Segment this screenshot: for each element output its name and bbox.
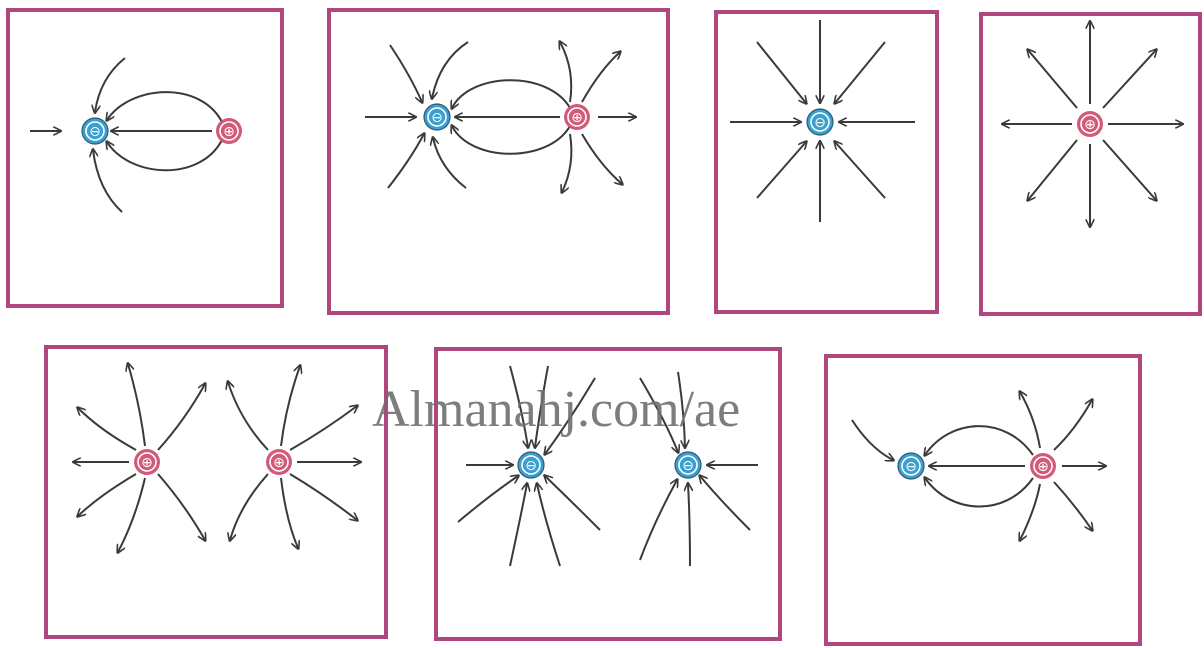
field-line-arrow-31 [1028,50,1077,108]
field-line-arrow-26 [835,142,885,198]
field-line-arrow-23 [757,42,806,103]
field-line-arrow-5 [93,150,122,212]
positive-charge-icon: ⊕ [266,449,292,475]
field-line-arrow-4 [95,58,125,112]
field-line-arrow-2 [107,92,222,122]
positive-charge-symbol: ⊕ [223,124,235,140]
field-line-arrow-33 [1028,140,1077,200]
field-line-arrow-56 [545,476,600,530]
field-line-arrow-45 [281,366,300,446]
negative-charge-icon: ⊖ [807,109,833,135]
negative-charge-symbol: ⊖ [89,124,101,140]
negative-charge-symbol: ⊖ [682,458,694,474]
field-line-arrow-44 [230,474,268,540]
panel-single-negative [716,12,937,312]
field-line-arrow-61 [688,484,690,566]
field-line-arrow-8 [452,80,570,108]
field-line-arrow-53 [458,476,518,522]
negative-charge-icon: ⊖ [675,452,701,478]
field-line-arrow-18 [582,134,622,184]
field-line-arrow-40 [118,478,145,552]
positive-charge-icon: ⊕ [564,104,590,130]
negative-charge-icon: ⊖ [518,452,544,478]
field-line-arrow-16 [582,52,620,102]
field-line-arrow-47 [290,406,357,450]
field-line-arrow-62 [700,476,750,530]
panel-negative-positive-pair [8,10,282,306]
field-line-arrow-55 [537,484,560,566]
positive-charge-symbol: ⊕ [1084,117,1096,133]
field-line-arrow-54 [510,484,527,566]
field-line-arrow-9 [452,126,570,154]
field-line-arrow-17 [562,134,571,192]
field-line-arrow-66 [925,478,1033,507]
negative-charge-symbol: ⊖ [431,110,443,126]
field-line-arrow-71 [1054,482,1092,530]
field-line-arrow-24 [835,42,885,103]
field-line-arrow-11 [390,45,422,102]
watermark-text: Almanahj.com/ae [372,384,740,436]
negative-charge-symbol: ⊖ [814,115,826,131]
field-line-arrow-41 [158,384,205,450]
field-line-arrow-38 [78,474,136,516]
positive-charge-icon: ⊕ [216,118,242,144]
positive-charge-icon: ⊕ [1030,453,1056,479]
panel-negative-positive-unequal [826,356,1140,644]
panel-two-positive [46,347,386,637]
negative-charge-symbol: ⊖ [525,458,537,474]
field-line-arrow-12 [432,42,468,98]
negative-charge-symbol: ⊖ [905,459,917,475]
positive-charge-icon: ⊕ [134,449,160,475]
positive-charge-symbol: ⊕ [1037,459,1049,475]
field-line-arrow-48 [290,474,357,520]
field-line-arrow-60 [640,480,677,560]
field-line-arrow-43 [228,382,268,450]
field-line-arrow-3 [107,140,222,170]
field-line-arrow-65 [925,426,1033,455]
field-line-arrow-37 [78,408,136,450]
positive-charge-icon: ⊕ [1077,111,1103,137]
field-line-arrow-63 [852,420,893,460]
field-line-arrow-70 [1020,484,1040,540]
positive-charge-symbol: ⊕ [273,455,285,471]
negative-charge-icon: ⊖ [898,453,924,479]
positive-charge-symbol: ⊕ [571,110,583,126]
field-line-arrow-34 [1103,140,1156,200]
positive-charge-symbol: ⊕ [141,455,153,471]
field-line-arrow-14 [433,138,466,188]
field-line-arrow-39 [128,364,145,446]
field-line-arrow-42 [158,474,205,540]
field-line-arrow-68 [1020,392,1040,448]
negative-charge-icon: ⊖ [424,104,450,130]
negative-charge-icon: ⊖ [82,118,108,144]
field-line-arrow-15 [560,42,571,102]
field-line-arrow-32 [1103,50,1156,108]
field-line-arrow-25 [757,142,806,198]
field-line-arrow-13 [388,134,424,188]
field-line-arrow-69 [1054,400,1092,450]
field-line-arrow-46 [281,478,298,548]
